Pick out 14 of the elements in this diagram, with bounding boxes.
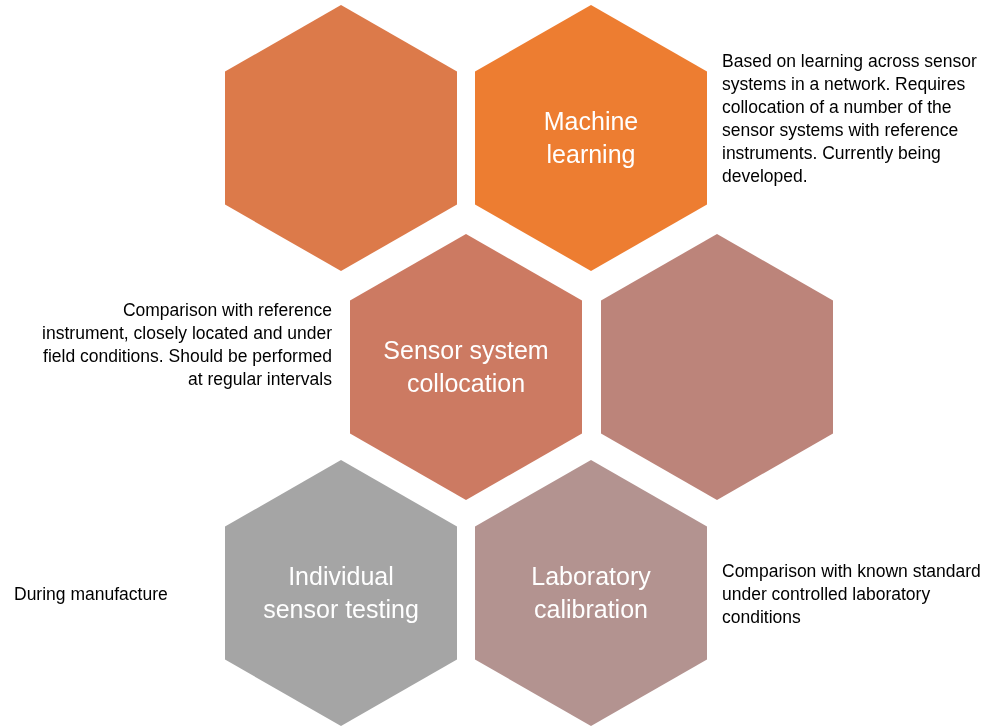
description-text: Comparison with reference instrument, closely located and under field conditions. Should be performed at regular intervals xyxy=(41,299,332,391)
hexagon-label: Machine learning xyxy=(542,106,640,170)
description-text: Comparison with known standard under controlled laboratory conditions xyxy=(722,560,982,629)
description-text: Based on learning across sensor systems in a network. Requires collocation of a number of the sensor systems with reference instruments. Currently being developed. xyxy=(722,50,978,188)
hexagon xyxy=(225,460,457,726)
hexagon xyxy=(601,234,833,500)
hexagon xyxy=(475,460,707,726)
hexagon xyxy=(475,5,707,271)
description-text: During manufacture xyxy=(14,583,169,606)
hexagon xyxy=(225,5,457,271)
hexagon-label: Sensor system collocation xyxy=(382,335,550,399)
hexagon xyxy=(350,234,582,500)
hexagon-label: Laboratory calibration xyxy=(530,561,652,625)
hexagon-label: Individual sensor testing xyxy=(262,561,420,625)
